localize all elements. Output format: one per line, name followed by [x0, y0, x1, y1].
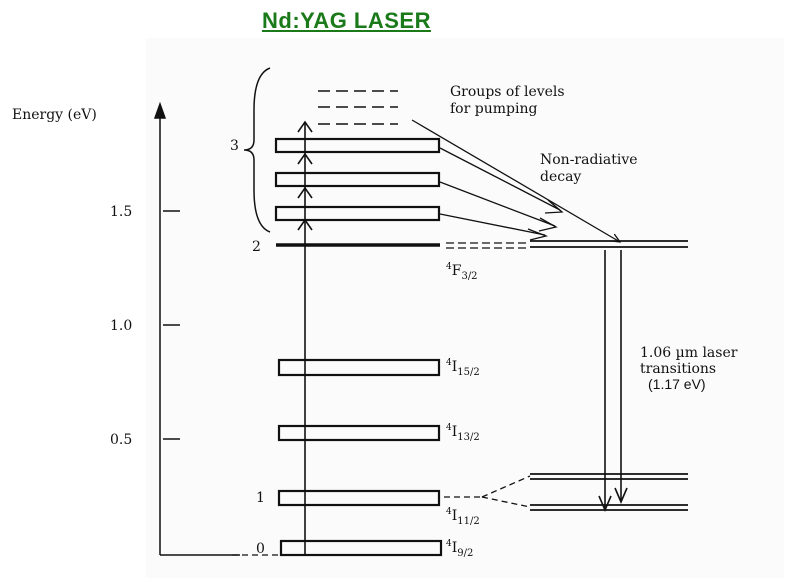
laser-transition-arrows	[598, 250, 628, 513]
pumping-label: Groups of levels	[450, 84, 565, 100]
term-4I13/2: 4I13/2	[446, 423, 480, 443]
tick-label: 0.5	[110, 432, 132, 448]
level-number: 2	[252, 239, 261, 255]
diagram-panel	[146, 38, 784, 578]
upper-level-dashes	[446, 242, 526, 249]
term-4I15/2: 4I15/2	[446, 358, 480, 378]
lower-level-split	[530, 473, 688, 511]
upper-level-split	[530, 240, 688, 248]
tick-label: 1.0	[110, 318, 132, 334]
tick-label: 1.5	[110, 204, 132, 220]
laser-label: 1.06 µm laser	[640, 345, 738, 361]
level-number: 0	[256, 541, 265, 557]
term-4I11/2: 4I11/2	[446, 507, 480, 527]
slide-title: Nd:YAG LASER	[262, 8, 431, 33]
level-box	[277, 424, 441, 442]
level-number: 1	[256, 490, 265, 506]
axis-label: Energy (eV)	[12, 107, 97, 123]
level-box	[274, 171, 441, 188]
level-boxes	[274, 137, 443, 557]
level-box	[277, 358, 441, 377]
level-box	[274, 137, 441, 154]
non-radiative-decay-arrows	[411, 119, 620, 242]
pumping-level-dashes	[318, 90, 398, 125]
level-box	[277, 489, 441, 507]
level-box	[274, 205, 441, 222]
pump-group-brace	[243, 67, 271, 233]
laser-energy-label: (1.17 eV)	[648, 376, 706, 392]
energy-axis	[153, 101, 240, 556]
level-number: 3	[230, 138, 239, 154]
laser-label: transitions	[640, 361, 716, 377]
term-4I9/2: 4I9/2	[446, 539, 473, 559]
level-box	[279, 539, 443, 557]
pumping-label: for pumping	[450, 101, 537, 117]
lower-level-dashes	[444, 475, 531, 508]
pump-arrow	[297, 120, 313, 555]
decay-label: decay	[540, 169, 581, 185]
term-4F3/2: 4F3/2	[446, 262, 478, 282]
decay-label: Non-radiative	[540, 152, 638, 168]
